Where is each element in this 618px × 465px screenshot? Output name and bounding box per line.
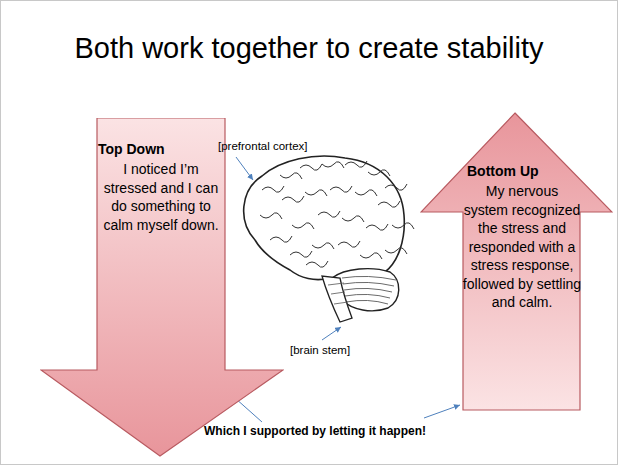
leader-line: [424, 405, 460, 418]
arrow-node: Bottom Up My nervous system recognized th…: [420, 112, 613, 412]
note-text: Which I supported by letting it happen!: [160, 424, 470, 439]
node-body: I noticed I’m stressed and I can do some…: [98, 160, 224, 234]
arrow-text: Top Down I noticed I’m stressed and I can…: [98, 140, 224, 234]
slide-title: Both work together to create stability: [0, 30, 618, 66]
arrow-node: Top Down I noticed I’m stressed and I can…: [40, 118, 284, 457]
node-heading: Top Down: [98, 140, 224, 158]
leader-line: [236, 157, 253, 180]
node-body: My nervous system recognized the stress …: [462, 182, 582, 312]
node-heading: Bottom Up: [462, 162, 582, 180]
leader-line: [322, 327, 341, 340]
part-label: [prefrontal cortex]: [218, 139, 307, 154]
part-label: [brain stem]: [290, 343, 350, 358]
arrow-text: Bottom Up My nervous system recognized th…: [462, 162, 582, 312]
